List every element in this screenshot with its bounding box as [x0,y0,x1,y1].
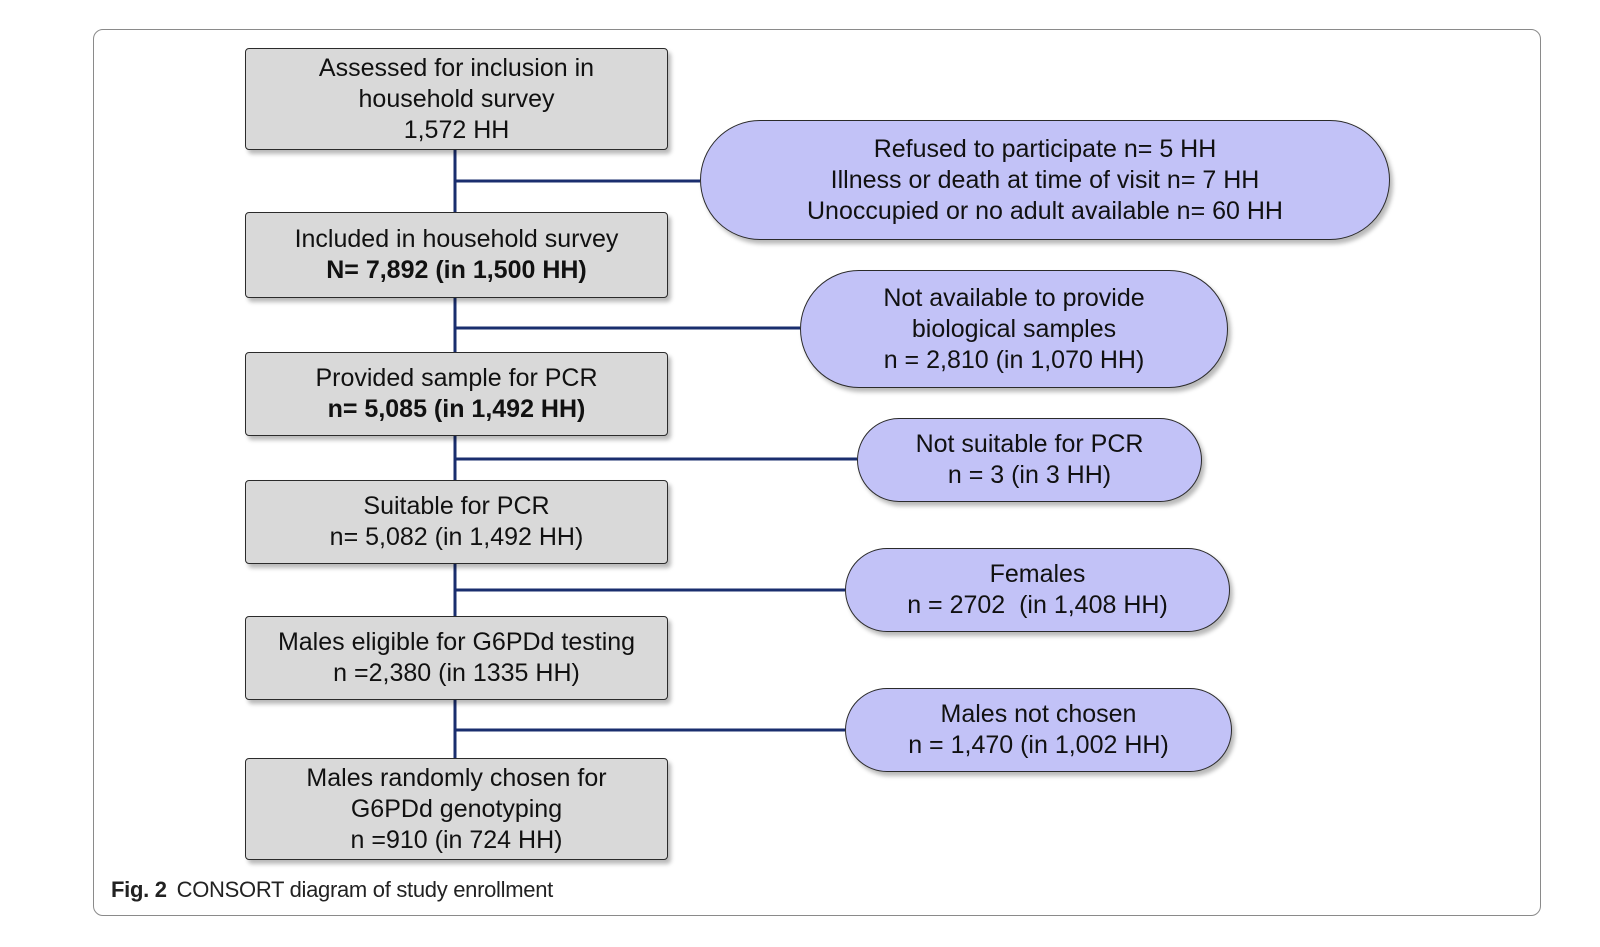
box-males-chosen-line-2: G6PDd genotyping [350,794,563,823]
box-assessed: Assessed for inclusion in household surv… [245,48,668,150]
pill-females: Females n = 2702 (in 1,408 HH) [845,548,1230,632]
pill-males-not-chosen-line-2: n = 1,470 (in 1,002 HH) [908,731,1169,759]
box-males-eligible-line-2: n =2,380 (in 1335 HH) [333,659,580,687]
box-suitable-line-2: n= 5,082 (in 1,492 HH) [329,523,584,551]
pill-not-available-line-2: biological samples [911,314,1117,343]
box-males-chosen-line-1: Males randomly chosen for [306,763,607,792]
box-assessed-line-3: 1,572 HH [403,115,510,144]
pill-females-line-1: Females [989,560,1086,588]
pill-not-available-line-3: n = 2,810 (in 1,070 HH) [883,345,1145,374]
figure-caption-label: Fig. 2 [111,877,167,902]
pill-not-suitable-line-1: Not suitable for PCR [915,430,1144,458]
pill-not-suitable-line-2: n = 3 (in 3 HH) [947,461,1112,489]
pill-not-available: Not available to provide biological samp… [800,270,1228,388]
pill-refused: Refused to participate n= 5 HH Illness o… [700,120,1390,240]
box-included-line-1: Included in household survey [294,225,619,253]
pill-males-not-chosen: Males not chosen n = 1,470 (in 1,002 HH) [845,688,1232,772]
box-assessed-line-1: Assessed for inclusion in [318,53,595,82]
box-males-eligible: Males eligible for G6PDd testing n =2,38… [245,616,668,700]
box-included: Included in household survey N= 7,892 (i… [245,212,668,298]
box-males-eligible-line-1: Males eligible for G6PDd testing [277,628,636,656]
pill-males-not-chosen-line-1: Males not chosen [940,700,1137,728]
pill-not-suitable: Not suitable for PCR n = 3 (in 3 HH) [857,418,1202,502]
box-assessed-line-2: household survey [358,84,555,113]
pill-not-available-line-1: Not available to provide [883,283,1145,312]
pill-refused-line-2: Illness or death at time of visit n= 7 H… [830,165,1260,194]
figure-caption: Fig. 2 CONSORT diagram of study enrollmen… [111,877,553,903]
box-provided-sample-line-1: Provided sample for PCR [315,364,598,392]
box-provided-sample: Provided sample for PCR n= 5,085 (in 1,4… [245,352,668,436]
pill-refused-line-1: Refused to participate n= 5 HH [873,134,1217,163]
box-suitable-line-1: Suitable for PCR [363,492,550,520]
box-suitable: Suitable for PCR n= 5,082 (in 1,492 HH) [245,480,668,564]
pill-refused-line-3: Unoccupied or no adult available n= 60 H… [806,196,1283,225]
box-males-chosen-line-3: n =910 (in 724 HH) [350,825,563,854]
pill-females-line-2: n = 2702 (in 1,408 HH) [907,591,1168,619]
box-included-line-2: N= 7,892 (in 1,500 HH) [326,256,587,284]
box-provided-sample-line-2: n= 5,085 (in 1,492 HH) [327,395,586,423]
box-males-chosen: Males randomly chosen for G6PDd genotypi… [245,758,668,860]
figure-caption-text: CONSORT diagram of study enrollment [176,877,554,902]
